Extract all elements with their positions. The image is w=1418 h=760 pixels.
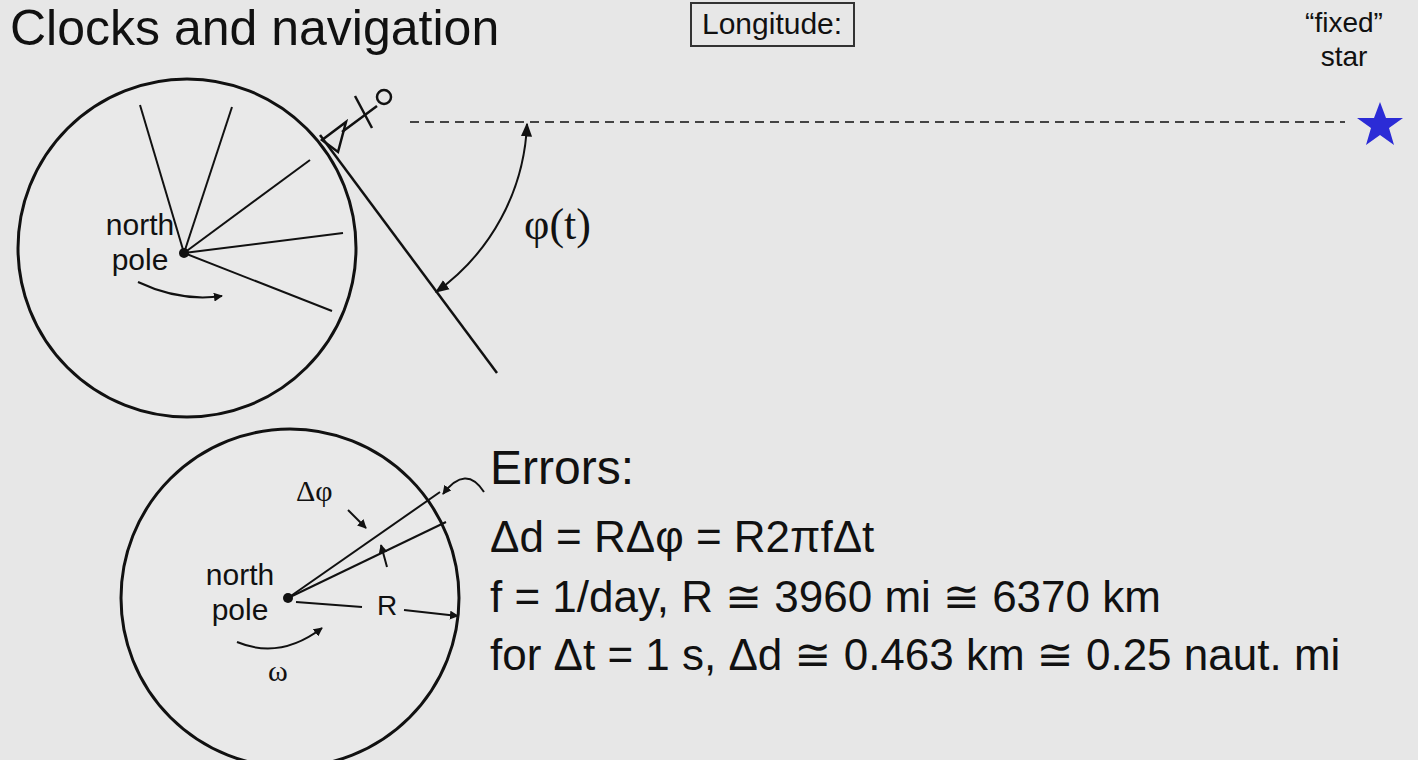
observer-figure xyxy=(322,90,391,152)
equation: for Δt = 1 s, Δd ≅ 0.463 km ≅ 0.25 naut.… xyxy=(490,630,1340,681)
earth-disc xyxy=(119,427,484,760)
circle-outline xyxy=(16,77,358,419)
angle-arc xyxy=(436,124,527,292)
radius-label: R xyxy=(377,590,397,622)
rotation-label: ω xyxy=(268,654,288,689)
label-box: Longitude: xyxy=(690,2,855,47)
star-label: “fixed” star xyxy=(1282,6,1406,73)
angle-label: Δφ xyxy=(296,474,333,509)
circle-outline xyxy=(119,427,461,760)
earth-circle: north pole xyxy=(16,77,358,419)
earth-circle: north pole xyxy=(119,427,461,760)
pole-label: north pole xyxy=(190,558,290,627)
star-symbol xyxy=(1357,102,1403,145)
horizon-line xyxy=(320,135,497,373)
earth-disc xyxy=(16,77,358,419)
pole-label: north pole xyxy=(90,208,190,277)
equation: f = 1/day, R ≅ 3960 mi ≅ 6370 km xyxy=(490,572,1161,623)
equation: Δd = RΔφ = R2πfΔt xyxy=(490,512,874,563)
section-heading: Errors: xyxy=(490,440,634,495)
angle-label: φ(t) xyxy=(524,200,591,251)
sight-line xyxy=(410,121,1345,123)
slide-title: Clocks and navigation xyxy=(10,0,499,58)
section-tag: Longitude: xyxy=(702,7,843,42)
